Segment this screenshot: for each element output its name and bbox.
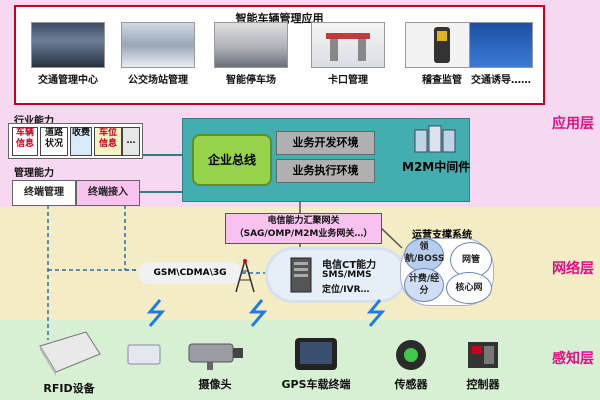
business-exec-env[interactable]: 业务执行环境 [276, 159, 375, 183]
rfid-reader-icon [39, 331, 101, 376]
ops-node-billing[interactable]: 计费/经分 [404, 268, 444, 302]
ops-node-label: 网管 [461, 255, 480, 265]
gateway-subtitle: （SAG/OMP/M2M业务网关…） [234, 229, 373, 239]
cell-tower-icon [235, 259, 255, 293]
app-label: 稽查监管 [422, 75, 462, 86]
chip-label: 道路状况 [44, 128, 63, 149]
parking-lot-photo-icon [214, 22, 288, 68]
device-rfid[interactable]: RFID设备 [28, 326, 110, 396]
telecom-gateway[interactable]: 电信能力汇聚网关 （SAG/OMP/M2M业务网关…） [225, 213, 382, 244]
telecom-location: 定位/IVR… [322, 285, 370, 295]
chip-vehicle-info[interactable]: 车辆信息 [12, 127, 38, 156]
gateway-title: 电信能力汇聚网关 [267, 216, 340, 226]
handheld-inspector-photo-icon [405, 22, 479, 68]
app-label: 交通诱导…… [471, 75, 531, 86]
chip-parking-space[interactable]: 车位信息 [94, 127, 122, 156]
app-traffic-center[interactable]: 交通管理中心 [28, 22, 108, 86]
app-checkpoint[interactable]: 卡口管理 [308, 22, 388, 86]
perception-layer-label: 感知层 [552, 351, 594, 367]
ops-node-label: 计费/经分 [408, 274, 440, 296]
app-panel-title: 智能车辆管理应用 [235, 12, 324, 25]
ops-node-label: 领航/BOSS [405, 242, 445, 264]
network-layer-label: 网络层 [552, 261, 594, 277]
app-label: 交通管理中心 [38, 75, 98, 86]
bus-station-photo-icon [121, 22, 195, 68]
controller-icon [468, 342, 498, 368]
ops-node-boss[interactable]: 领航/BOSS [404, 238, 444, 272]
device-label: 传感器 [394, 378, 428, 391]
server-rack-icon [414, 125, 456, 153]
telecom-ct-title: 电信CT能力 [322, 260, 377, 271]
sensor-icon [396, 340, 426, 370]
m2m-middleware-label: M2M中间件 [402, 160, 471, 174]
ops-node-core-network[interactable]: 核心网 [446, 272, 492, 304]
device-label: GPS车载终端 [281, 378, 351, 391]
application-layer-label: 应用层 [552, 116, 594, 132]
camera-icon [188, 343, 243, 370]
app-label: 智能停车场 [226, 75, 276, 86]
business-dev-env[interactable]: 业务开发环境 [276, 131, 375, 155]
terminal-access[interactable]: 终端接入 [76, 180, 140, 206]
app-bus-station[interactable]: 公交场站管理 [118, 22, 198, 86]
app-smart-parking[interactable]: 智能停车场 [211, 22, 291, 86]
app-label: 公交场站管理 [128, 75, 188, 86]
device-gps-terminal[interactable]: GPS车载终端 [270, 336, 362, 392]
device-controller[interactable]: 控制器 [452, 338, 514, 392]
gps-terminal-icon [295, 338, 337, 370]
app-label: 卡口管理 [328, 75, 368, 86]
chip-road-status[interactable]: 道路状况 [40, 127, 68, 156]
telecom-sms: SMS/MMS [322, 270, 372, 280]
chip-label: … [126, 136, 136, 146]
management-capability-title: 管理能力 [14, 168, 54, 179]
chip-toll[interactable]: 收费 [70, 127, 92, 156]
chip-label: 收费 [71, 128, 90, 138]
device-label: 摄像头 [198, 378, 232, 391]
server-icon [290, 257, 312, 293]
app-traffic-guidance[interactable]: 交通诱导…… [462, 22, 540, 86]
industry-capability-title: 行业能力 [14, 116, 54, 127]
device-sensor[interactable]: 传感器 [380, 338, 442, 392]
chip-more[interactable]: … [122, 127, 140, 156]
device-label: RFID设备 [43, 382, 95, 395]
device-label: 控制器 [466, 378, 500, 391]
terminal-management[interactable]: 终端管理 [12, 180, 76, 206]
rfid-card [126, 342, 162, 370]
chip-label: 车辆信息 [15, 128, 34, 149]
checkpoint-gate-photo-icon [311, 22, 385, 68]
app-inspection[interactable]: 稽查监管 [402, 22, 482, 86]
guidance-board-photo-icon [469, 22, 533, 68]
ops-support-title: 运营支撑系统 [412, 230, 472, 241]
chip-label: 车位信息 [98, 128, 117, 149]
gsm-network-cloud: GSM\CDMA\3G [138, 262, 242, 284]
device-camera[interactable]: 摄像头 [180, 338, 250, 392]
ops-node-label: 核心网 [455, 283, 483, 293]
rfid-card-icon [127, 344, 161, 365]
traffic-center-photo-icon [31, 22, 105, 68]
enterprise-bus[interactable]: 企业总线 [192, 134, 272, 186]
